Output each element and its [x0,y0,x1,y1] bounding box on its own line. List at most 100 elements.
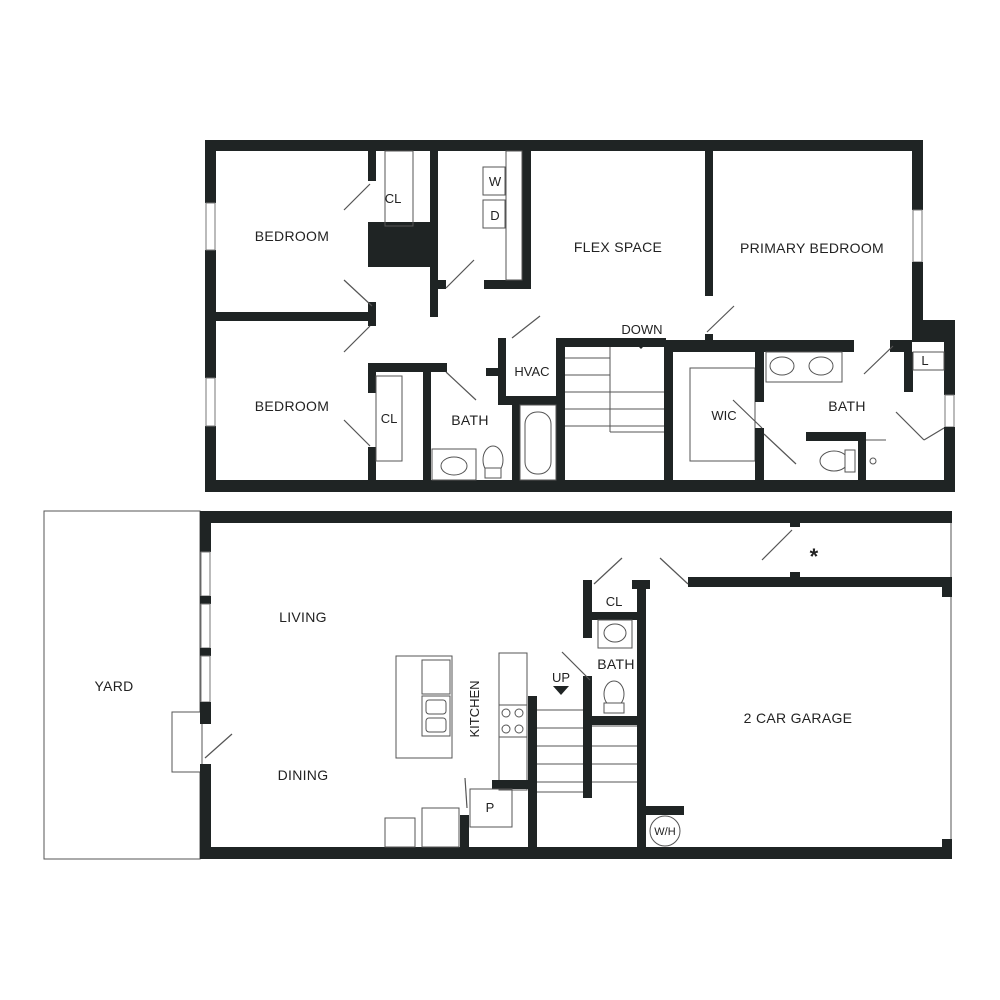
wic-east-wall [755,428,764,488]
stair-west-wall [528,696,537,859]
linen-closet [912,351,945,371]
lower-west-wall [200,764,211,859]
label-wic: WIC [711,408,736,423]
sink-basin [425,699,447,715]
door-jamb [705,334,713,344]
upper-west-wall-mid [205,250,216,378]
label-water-heater: W/H [654,826,675,838]
sink-basin [425,717,447,733]
upper-east-wall-bottom [944,427,955,492]
label-garage: 2 CAR GARAGE [744,710,853,726]
door-jamb [438,280,446,289]
upper-east-wall-lower [944,320,955,395]
toilet-tank [603,702,625,714]
lower-window [200,603,211,649]
closet-wall [368,151,376,181]
upper-west-wall-bottom [205,426,216,492]
garage-west-wall [637,580,646,859]
label-stairs-up: UP [552,670,570,685]
linen-header [890,340,912,352]
closet-top-wall [368,363,431,372]
wic-east-wall [755,352,764,402]
upper-south-wall [205,480,955,492]
lower-west-wall [200,511,211,552]
tub-wall [512,405,520,482]
garage-north-wall [688,577,952,587]
bath-west-wall [423,363,431,482]
upper-window [205,377,216,427]
upper-east-wall-top [912,140,923,210]
lower-north-wall [200,511,952,523]
wic-shelf [689,367,756,462]
upper-floor [205,140,955,492]
range-bottom [421,807,460,848]
upper-window [205,202,216,251]
label-stairs-down: DOWN [621,322,662,337]
lower-window [200,551,211,597]
dishwasher [421,659,451,695]
toilet-room-wall [806,432,866,441]
label-closet-2: CL [381,411,398,426]
chimney-block [368,222,431,267]
laundry-east-wall [522,151,531,289]
bedroom-jamb [368,302,376,326]
water-heater [649,815,681,847]
label-pantry: P [486,800,495,815]
linen-wall [904,352,913,392]
arrow-down-icon [633,341,649,349]
label-bedroom-1: BEDROOM [255,228,329,244]
stair-west-wall [556,338,565,488]
laundry-counter [505,150,523,281]
toilet-tank [484,467,502,479]
toilet [819,450,849,472]
stair-mid-wall [583,676,592,798]
label-flex-space: FLEX SPACE [574,239,662,255]
label-bath-hall: BATH [451,412,489,428]
closet-west-wall [583,580,592,638]
label-washer: W [489,174,502,189]
upper-east-wall-mid [912,262,923,342]
asterisk-icon: * [810,544,819,569]
bath-header [431,363,447,372]
stair-north-wall [556,338,666,347]
label-primary-bedroom: PRIMARY BEDROOM [740,240,884,256]
bathtub-basin [524,411,552,475]
dryer [482,199,506,229]
sink [603,623,627,643]
closet-south-wall [583,612,637,620]
label-bedroom-2: BEDROOM [255,398,329,414]
toilet-tank [844,449,856,473]
porch-step [171,711,203,773]
upper-north-wall [205,140,923,151]
lower-doors [204,529,793,809]
sink [808,356,834,376]
lower-south-wall [200,847,952,859]
closet-shelf [375,375,403,462]
closet-wall [368,447,376,482]
burner-icon [514,708,524,718]
primary-suite-wall [664,340,854,352]
label-dryer: D [490,208,499,223]
hvac-wall [486,368,506,376]
closet-wall [368,363,376,393]
label-kitchen: KITCHEN [467,680,482,737]
washer [482,166,506,196]
lower-window [200,655,211,703]
laundry-west-wall [430,151,438,317]
label-hvac: HVAC [514,364,549,379]
door-jamb [790,519,800,527]
door-jamb [790,572,800,580]
lower-west-wall [200,596,211,604]
hvac-south-wall [498,396,564,405]
burner-icon [501,724,511,734]
drain-icon [869,457,877,465]
arrow-down-icon [553,686,569,695]
label-half-bath: BATH [597,656,635,672]
bath-south-wall [592,716,637,725]
upper-window [912,209,923,263]
sink [440,456,468,476]
stairs-down [565,347,664,433]
laundry-south-wall [484,280,531,289]
label-linen: L [921,353,928,368]
